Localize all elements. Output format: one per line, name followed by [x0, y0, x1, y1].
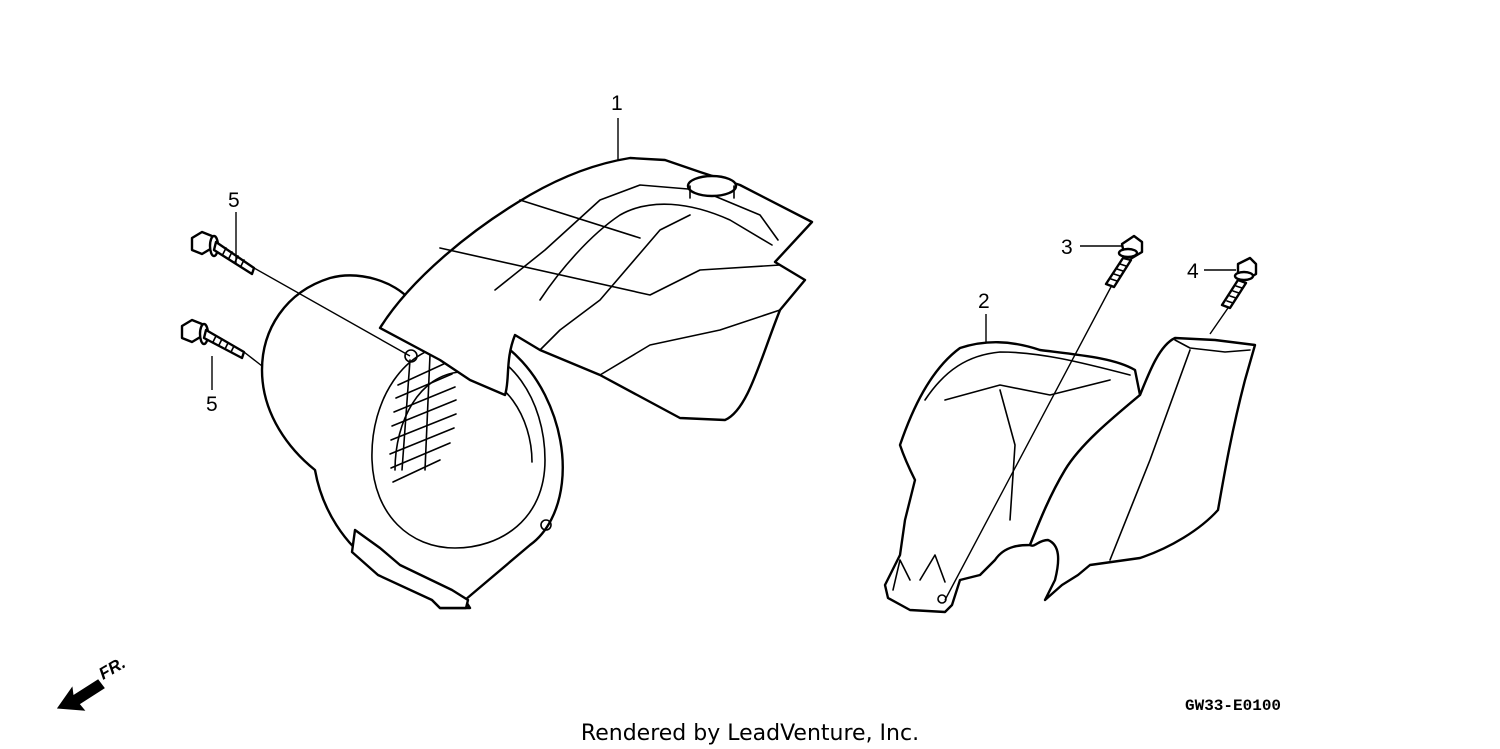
callout-part-1: 1	[611, 92, 623, 115]
fan-cover-duct-channel	[494, 184, 779, 291]
leader-lines	[211, 118, 1236, 601]
bolt-part-5-upper[interactable]	[190, 230, 256, 276]
fan-grille	[389, 354, 457, 483]
fan-cover-mount-hole-lower	[540, 519, 552, 531]
fan-cover-top-boss	[686, 174, 738, 198]
front-direction-indicator: FR.	[56, 653, 129, 711]
callout-part-5-upper: 5	[228, 189, 240, 212]
bolt-part-3[interactable]	[1104, 234, 1144, 289]
front-label: FR.	[96, 653, 129, 683]
fan-cover-mount-hole-upper	[404, 349, 418, 363]
fan-cover-bottom-lip	[350, 528, 470, 610]
callout-part-3: 3	[1061, 236, 1073, 259]
callout-part-5-lower: 5	[206, 393, 218, 416]
bolt-part-4[interactable]	[1220, 256, 1258, 310]
bolt-part-5-lower[interactable]	[180, 318, 246, 360]
callout-part-4: 4	[1187, 260, 1199, 283]
fan-cover-part[interactable]	[260, 156, 814, 610]
diagram-code: GW33-E0100	[1185, 697, 1281, 715]
callout-part-2: 2	[978, 290, 990, 313]
render-credit: Rendered by LeadVenture, Inc.	[581, 721, 919, 746]
fan-cover-upper-duct	[378, 156, 814, 422]
side-panel-body	[1028, 336, 1257, 602]
front-arrow-icon	[56, 679, 105, 711]
side-panel-part[interactable]	[1028, 336, 1257, 602]
